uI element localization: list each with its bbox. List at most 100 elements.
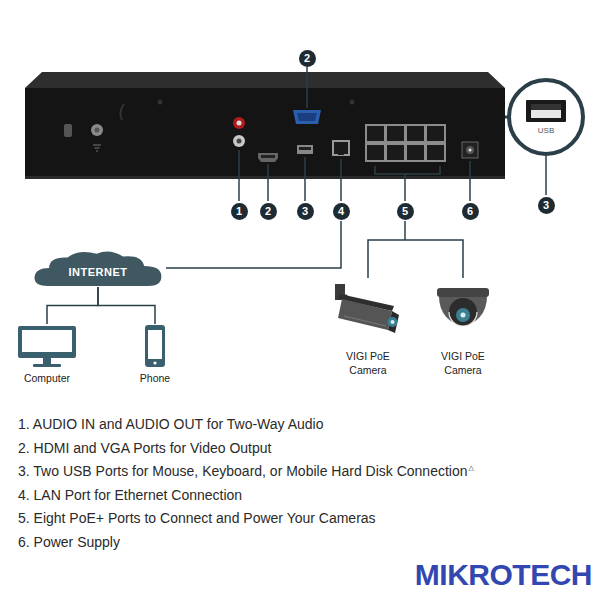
computer-icon: Computer: [14, 324, 80, 386]
graphic-part: [306, 67, 308, 108]
lan-port: [338, 152, 344, 155]
callout-number: 3: [538, 197, 555, 214]
cloud-label: INTERNET: [69, 266, 128, 278]
nvr-front-face: [25, 88, 505, 178]
power-jack: [462, 142, 478, 158]
internet-cloud: INTERNET: [32, 249, 164, 287]
graphic-part: [368, 240, 463, 278]
watermark: MIKROTECH: [415, 558, 592, 592]
node-label: VIGI PoE Camera: [336, 350, 400, 377]
usb-port: [297, 145, 313, 154]
port-label: USB: [538, 126, 554, 135]
graphic-part: [338, 299, 392, 330]
ground-screw: [91, 124, 103, 136]
legend-list-item: 6. Power Supply: [18, 534, 120, 550]
graphic-part: [431, 282, 495, 346]
callout-number: 2: [260, 203, 277, 220]
legend-list-item: 1. AUDIO IN and AUDIO OUT for Two-Way Au…: [18, 416, 324, 432]
graphic-part: [388, 317, 398, 327]
graphic-part: [145, 325, 165, 367]
legend-list-item: 5. Eight PoE+ Ports to Connect and Power…: [18, 510, 376, 526]
graphic-part: [365, 124, 446, 162]
graphic-part: [456, 308, 470, 322]
usb-zoom-port: [531, 104, 561, 110]
graphic-part: [449, 312, 477, 326]
dome-camera-icon: VIGI PoE Camera: [429, 282, 497, 377]
nvr-base-edge: [25, 176, 505, 179]
graphic-part: [407, 126, 424, 141]
ground-symbol: [93, 145, 101, 151]
dome-camera-icon: [431, 282, 495, 346]
ground-screw: [95, 128, 100, 133]
footnote-mark: △: [469, 464, 474, 472]
lan-port: [332, 140, 350, 156]
audio-in-jack: [233, 117, 245, 129]
security-slot: [64, 124, 72, 137]
graphic-part: [404, 221, 406, 240]
power-jack: [469, 149, 472, 152]
graphic-part: [545, 156, 547, 195]
node-label: Phone: [140, 372, 170, 386]
callout-number: 3: [297, 203, 314, 220]
legend-list-item: 3. Two USB Ports for Mouse, Keyboard, or…: [18, 463, 468, 479]
graphic-part: [166, 221, 341, 268]
graphic-part: [35, 251, 162, 286]
graphic-part: [367, 145, 384, 160]
bullet-camera-icon: [332, 282, 404, 346]
vga-port: [297, 113, 317, 121]
graphic-part: [404, 174, 406, 201]
callout-number: 5: [397, 203, 414, 220]
cable-hook: [120, 104, 124, 120]
poe-ports: [365, 124, 446, 162]
graphic-part: [387, 145, 404, 160]
graphic-part: [427, 145, 444, 160]
leader-lines: [166, 67, 546, 278]
bullet-camera-icon: VIGI PoE Camera: [330, 282, 406, 377]
graphic-part: [148, 330, 162, 359]
callout-number: 6: [462, 203, 479, 220]
usb-zoom-port: [531, 104, 561, 118]
vga-port: [293, 110, 321, 124]
lan-port: [334, 142, 348, 154]
screw-hole: [158, 100, 163, 105]
hdmi-port: [261, 155, 275, 158]
node-label: Computer: [24, 372, 70, 386]
graphic-part: [388, 311, 399, 333]
graphic-part: [22, 330, 72, 352]
graphic-part: [18, 326, 76, 358]
callout-number: 4: [333, 203, 350, 220]
power-jack: [466, 146, 474, 154]
legend-list-item: 4. LAN Port for Ethernet Connection: [18, 487, 242, 503]
graphic-part: [153, 361, 156, 364]
computer-icon: [16, 324, 78, 368]
graphic-part: [238, 150, 240, 201]
graphic-part: [387, 126, 404, 141]
graphic-part: [43, 358, 51, 364]
graphic-part: [140, 324, 170, 368]
graphic-part: [391, 320, 395, 324]
hdmi-port: [258, 153, 278, 162]
graphic-part: [267, 164, 269, 201]
graphic-part: [439, 297, 487, 325]
phone-icon: Phone: [138, 324, 173, 386]
callout-number: 1: [231, 203, 248, 220]
audio-in-jack: [237, 121, 242, 126]
graphic-part: [367, 126, 384, 141]
audio-out-jack: [237, 139, 242, 144]
connector-line: [98, 287, 155, 324]
audio-out-jack: [233, 135, 245, 147]
graphic-part: [427, 126, 444, 141]
graphic-part: [407, 145, 424, 160]
callout-number: 2: [299, 50, 316, 67]
graphic-part: [461, 313, 466, 318]
graphic-part: [304, 157, 306, 201]
usb-zoom-port: [526, 100, 566, 122]
graphic-part: [332, 282, 404, 346]
usb-port: [299, 147, 311, 150]
legend-list-item: 2. HDMI and VGA Ports for Video Output: [18, 440, 271, 456]
graphic-part: [344, 316, 386, 326]
graphic-part: [16, 324, 78, 368]
nvr-top-face: [25, 72, 505, 88]
graphic-part: [33, 364, 61, 367]
